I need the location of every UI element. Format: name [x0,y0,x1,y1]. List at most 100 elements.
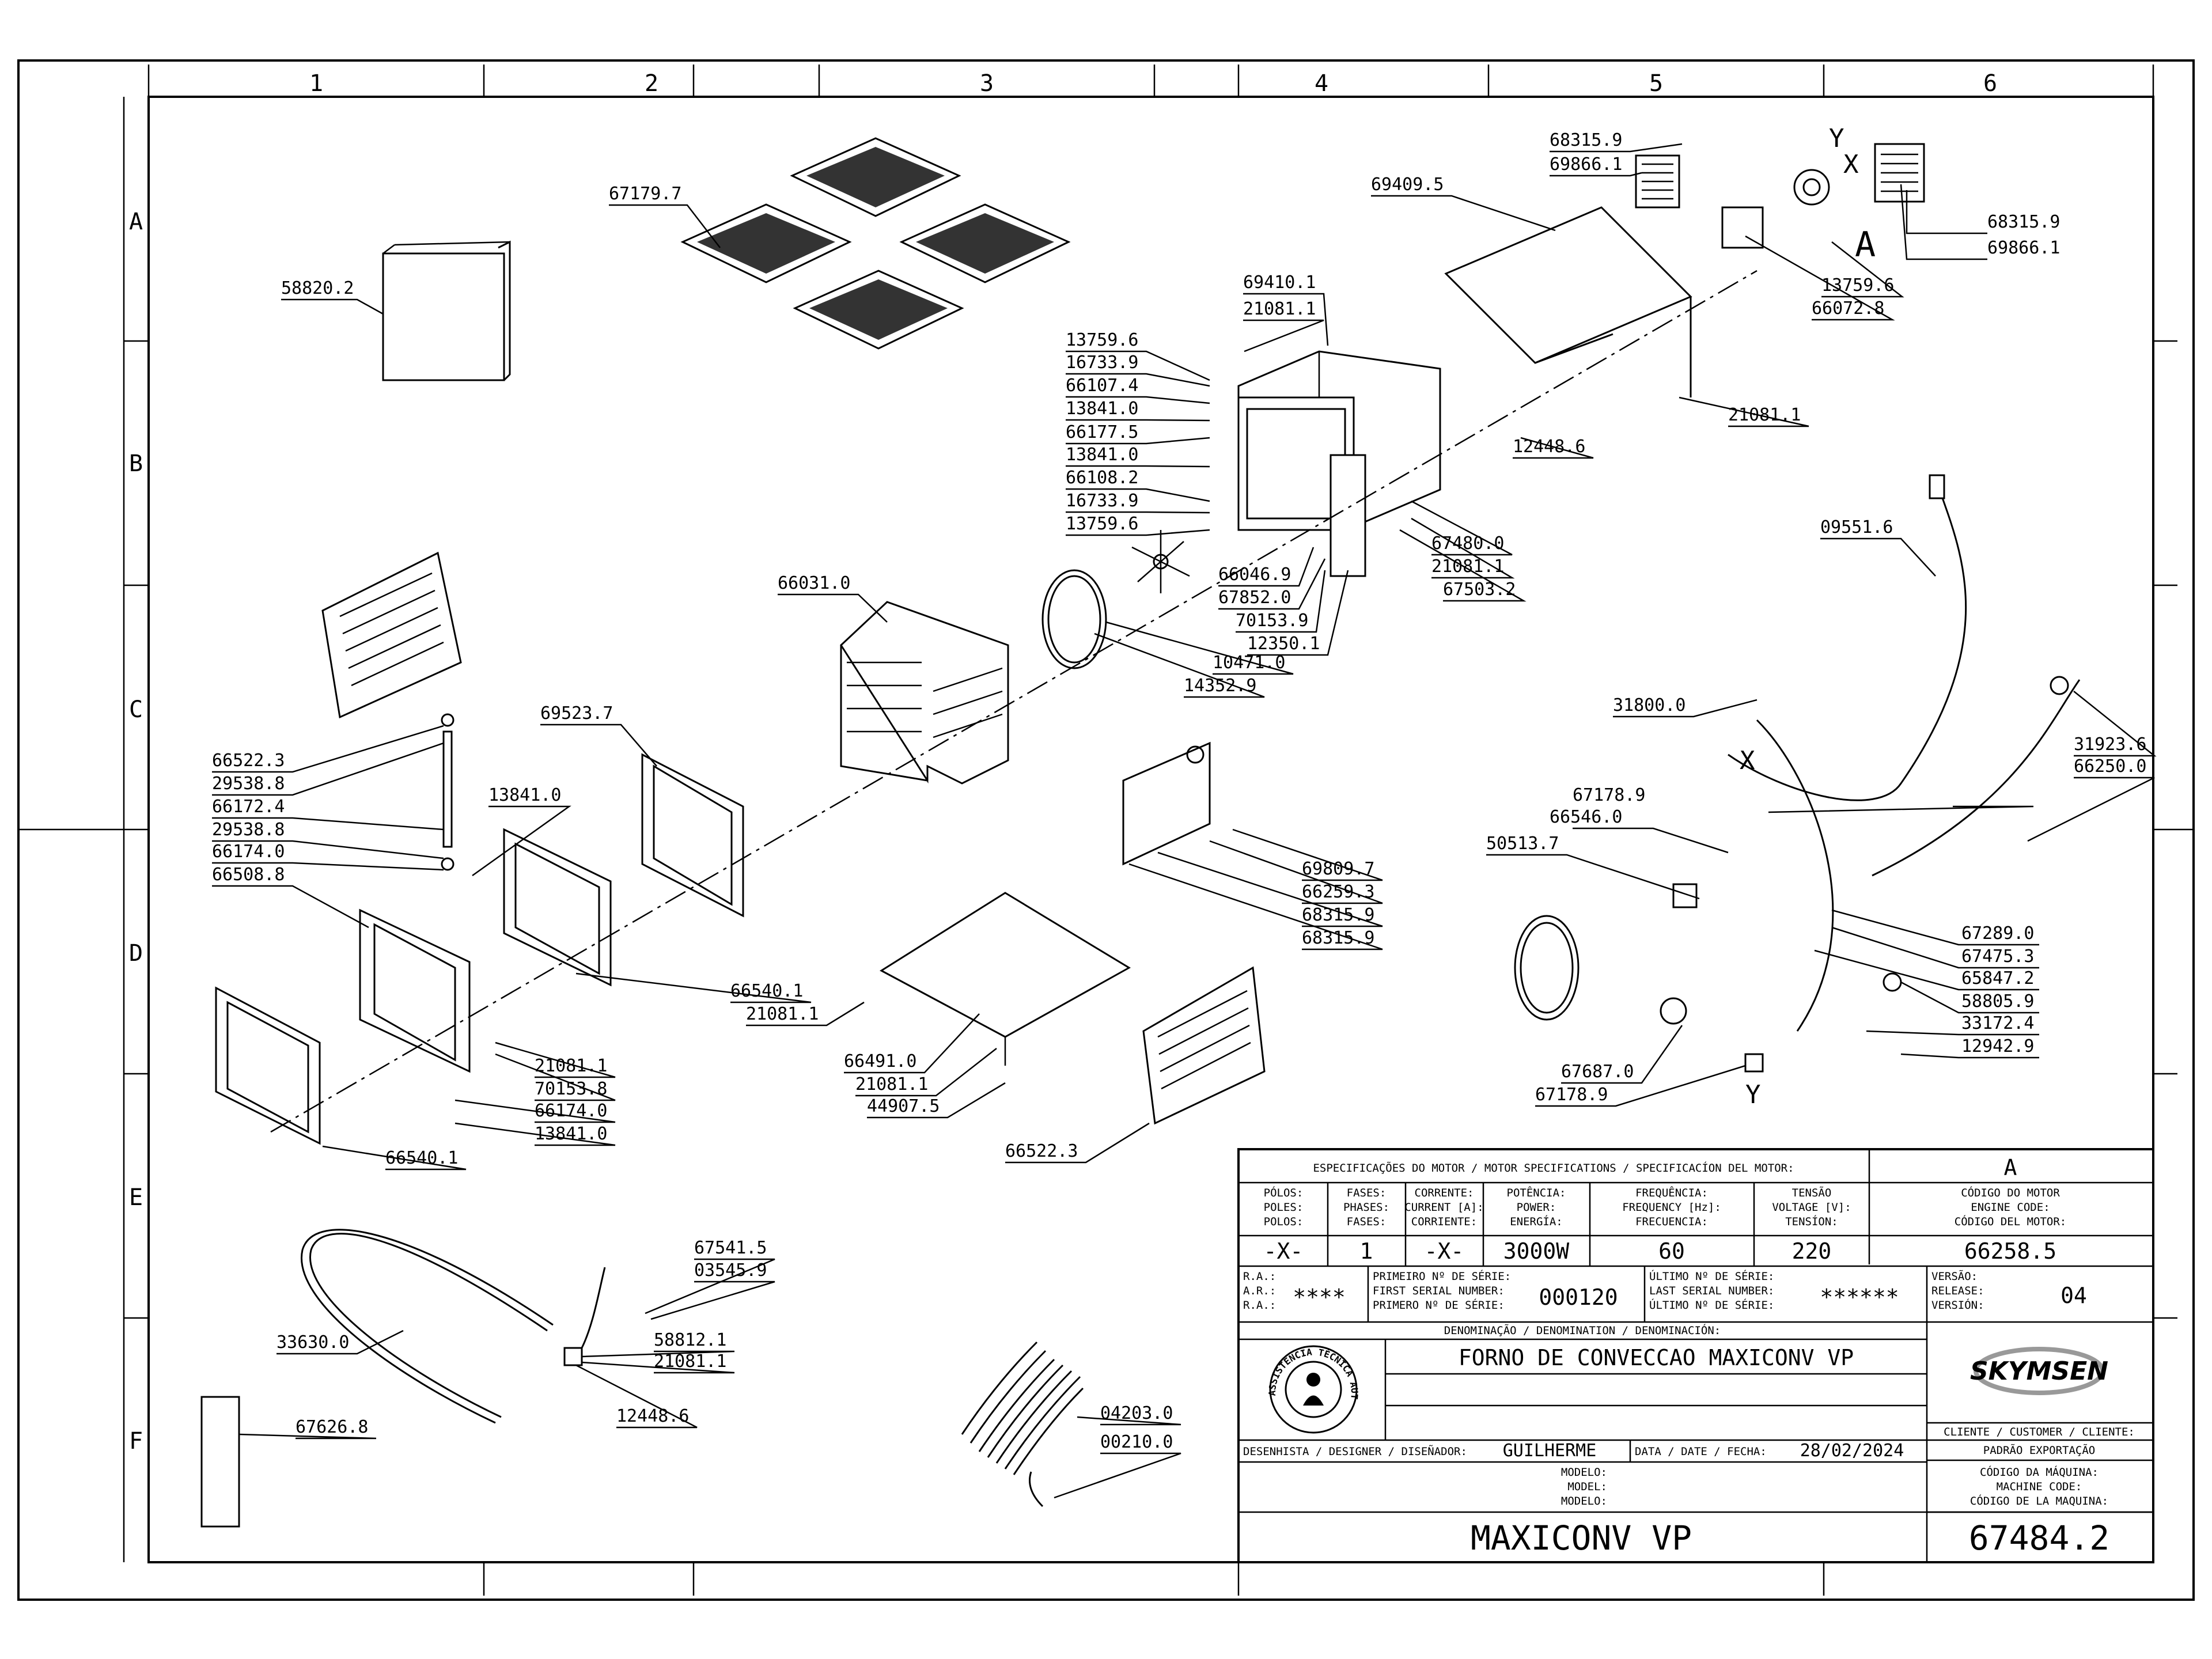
ra-label-2: A.R.: [1243,1285,1276,1297]
callout-68315-9-right: 68315.9 [1987,212,2060,232]
engine-code-label-es: CÓDIGO DEL MOTOR: [1955,1214,2066,1228]
callout-66491-0: 66491.0 [844,1051,916,1071]
door-frame [359,908,471,1073]
poles-label-es: POLOS: [1264,1215,1304,1228]
callout-13759-6-b: 13759.6 [1066,514,1138,534]
motor-spec-header: ESPECIFICAÇÕES DO MOTOR / MOTOR SPECIFIC… [1313,1161,1794,1175]
skymsen-logo: SKYMSEN [1970,1347,2108,1395]
callout-13759-6-motor: 13759.6 [1821,275,1894,296]
callout-69410-1: 69410.1 [1243,272,1316,293]
callout-14352-9: 14352.9 [1184,676,1256,696]
hinge-rod [441,713,454,871]
callout-66250-0: 66250.0 [2074,756,2146,777]
machine-code-label-1: CÓDIGO DA MÁQUINA: [1980,1465,2099,1479]
callout-67852-0: 67852.0 [1218,588,1291,608]
engine-code-label-pt: CÓDIGO DO MOTOR [1961,1185,2060,1199]
coil-spring [961,1341,1084,1508]
top-cover [1444,206,1692,397]
door-gasket [641,753,744,918]
first-serial-label-1: PRIMEIRO Nº DE SÉRIE: [1373,1270,1511,1283]
version-label-2: RELEASE: [1931,1285,1984,1297]
marker-x-wiring: X [1740,746,1755,775]
callout-66174-0-b: 66174.0 [535,1101,607,1121]
manual-box [382,240,511,381]
callout-67475-3: 67475.3 [1961,946,2034,967]
callout-50513-7: 50513.7 [1486,834,1559,854]
model-label-2: MODEL: [1567,1480,1607,1493]
date-value: 28/02/2024 [1800,1441,1904,1461]
callout-13841-0-door: 13841.0 [535,1124,607,1144]
first-serial-value: 000120 [1539,1285,1618,1310]
callout-12448-6-element: 12448.6 [616,1406,689,1426]
grid-col-3: 3 [980,70,994,97]
voltage-label-es: TENSÍON: [1785,1215,1838,1228]
callout-70153-8: 70153.8 [535,1079,607,1099]
callout-21081-1-bracket: 21081.1 [1431,556,1504,577]
first-serial-label-3: PRIMERO Nº DE SÉRIE: [1373,1298,1505,1312]
motor [1721,169,1830,249]
poles-label-en: POLES: [1264,1201,1304,1214]
grid-row-labels: A B C D E F [129,209,143,1455]
callout-16733-9-b: 16733.9 [1066,491,1138,511]
door-glass-inner [503,828,612,987]
power-label-en: POWER: [1517,1201,1556,1214]
callout-21081-1-base-a: 21081.1 [746,1004,819,1024]
current-value: -X- [1425,1238,1464,1264]
callout-21081-1-cover: 21081.1 [1728,405,1801,425]
callout-65847-2: 65847.2 [1961,968,2034,988]
callout-12448-6-top: 12448.6 [1513,437,1585,457]
poles-label-pt: PÓLOS: [1264,1185,1304,1199]
callout-29538-8-a: 29538.8 [212,774,285,794]
callout-00210-0: 00210.0 [1100,1432,1173,1452]
spec-poles: PÓLOS: POLES: POLOS: -X- [1264,1185,1304,1264]
callout-leaders [212,143,2157,1499]
callout-33172-4: 33172.4 [1961,1013,2034,1033]
designer-label: DESENHISTA / DESIGNER / DISEÑADOR: [1243,1445,1467,1458]
voltage-label-en: VOLTAGE [V]: [1772,1201,1851,1214]
frequency-label-es: FRECUENCIA: [1635,1215,1708,1228]
ra-label-1: R.A.: [1243,1270,1276,1283]
callout-67179-7: 67179.7 [609,184,681,204]
ra-label-3: R.A.: [1243,1299,1276,1312]
version-value: 04 [2061,1283,2087,1308]
spec-power: POTÊNCIA: POWER: ENERGÍA: 3000W [1503,1186,1570,1264]
callout-67626-8: 67626.8 [296,1417,368,1437]
denomination-value: FORNO DE CONVECCAO MAXICONV VP [1459,1345,1854,1370]
marker-y-top: Y [1829,124,1844,153]
grid-col-4: 4 [1315,70,1328,97]
first-serial-label-2: FIRST SERIAL NUMBER: [1373,1285,1505,1297]
machine-code-value: 67484.2 [1969,1518,2109,1558]
client-label: CLIENTE / CUSTOMER / CLIENTE: [1944,1426,2135,1438]
callout-67687-0: 67687.0 [1561,1062,1634,1082]
current-label-es: CORRIENTE: [1411,1215,1477,1228]
callout-66174-0-a: 66174.0 [212,842,285,862]
spec-phases: FASES: PHASES: FASES: 1 [1343,1187,1389,1264]
grid-row-b: B [129,450,143,477]
version-label-3: VERSIÓN: [1931,1298,1984,1312]
voltage-label-pt: TENSÃO [1792,1186,1832,1199]
oven-body [1237,350,1441,577]
back-panel [1122,741,1211,866]
date-label: DATA / DATE / FECHA: [1635,1445,1767,1458]
grid-row-f: F [129,1428,143,1455]
callout-66546-0: 66546.0 [1550,807,1622,827]
grid-row-c: C [129,696,143,723]
title-block: ESPECIFICAÇÕES DO MOTOR / MOTOR SPECIFIC… [0,0,2154,1563]
callout-29538-8-b: 29538.8 [212,820,285,840]
engine-code-label-en: ENGINE CODE: [1971,1201,2050,1214]
callout-03545-9: 03545.9 [694,1260,767,1281]
ra-value: **** [1293,1285,1346,1310]
spec-current: CORRENTE: CURRENT [A]: CORRIENTE: -X- [1404,1187,1483,1264]
callout-66046-9: 66046.9 [1218,565,1291,585]
callout-66540-1-b: 66540.1 [385,1148,458,1168]
callout-66072-8: 66072.8 [1812,298,1884,319]
callout-66172-4: 66172.4 [212,797,285,817]
heating-element [301,1229,606,1424]
callout-12942-9: 12942.9 [1961,1036,2034,1056]
callout-66031-0: 66031.0 [778,573,850,593]
callout-69866-1-top: 69866.1 [1550,154,1622,175]
callout-69809-7: 69809.7 [1302,859,1374,879]
first-serial-field: PRIMEIRO Nº DE SÉRIE: FIRST SERIAL NUMBE… [1373,1270,1618,1312]
base-plate [880,892,1131,1066]
door-glass-outer [215,986,321,1145]
